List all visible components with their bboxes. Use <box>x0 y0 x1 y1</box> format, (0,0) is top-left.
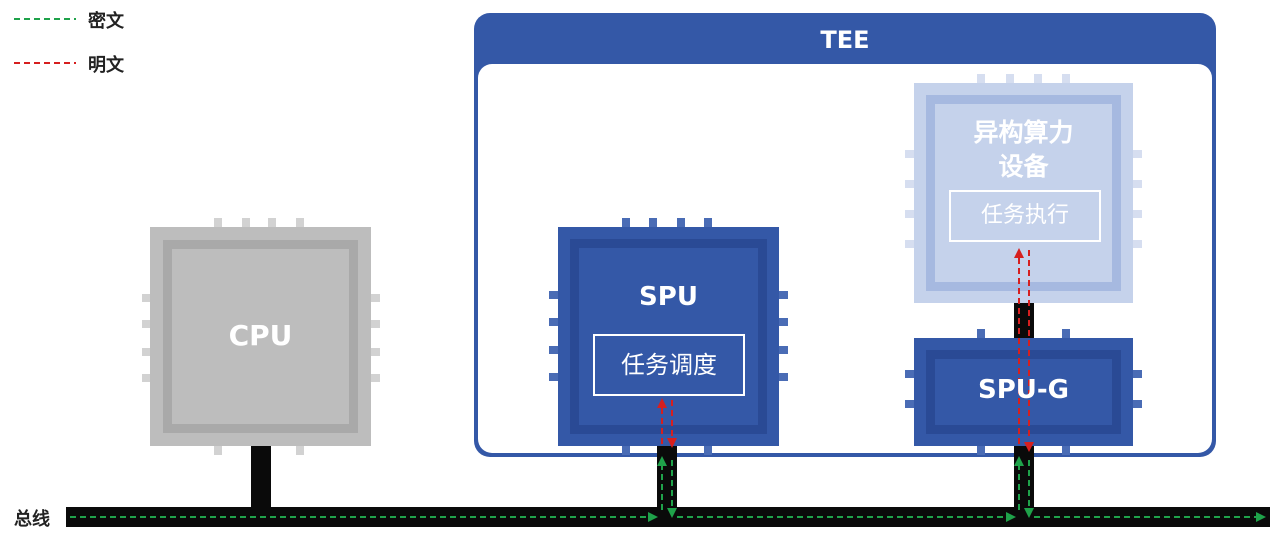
ciphertext-legend-label: 密文 <box>88 11 124 32</box>
hetero-device-chip-icon <box>905 74 1142 303</box>
bus-label: 总线 <box>14 509 50 530</box>
cpu-bus-connector <box>251 446 271 508</box>
cpu-chip-icon <box>142 218 380 455</box>
ciphertext-arrows <box>70 460 1258 518</box>
spu-task-box: 任务调度 <box>593 334 745 396</box>
spu-label: SPU <box>639 282 698 312</box>
bus-bar <box>66 507 1270 527</box>
device-spug-connector <box>1014 303 1034 338</box>
hetero-device-label: 异构算力 设备 <box>914 116 1133 184</box>
hetero-task-box: 任务执行 <box>949 190 1101 242</box>
spug-chip-icon <box>905 329 1142 455</box>
spu-chip-icon <box>549 218 788 455</box>
tee-title: TEE <box>820 26 870 54</box>
plaintext-legend-label: 明文 <box>88 55 124 76</box>
hetero-device-label-line1: 异构算力 <box>973 118 1074 147</box>
ciphertext-arrowheads <box>648 456 1266 522</box>
plaintext-arrows <box>661 250 1030 444</box>
spu-bus-connector <box>657 446 677 508</box>
plaintext-arrowheads <box>657 248 1034 452</box>
cpu-label: CPU <box>228 319 293 352</box>
spug-label: SPU-G <box>977 375 1070 405</box>
legend-lines <box>14 18 76 64</box>
hetero-device-label-line2: 设备 <box>998 152 1049 181</box>
spug-bus-connector <box>1014 446 1034 508</box>
